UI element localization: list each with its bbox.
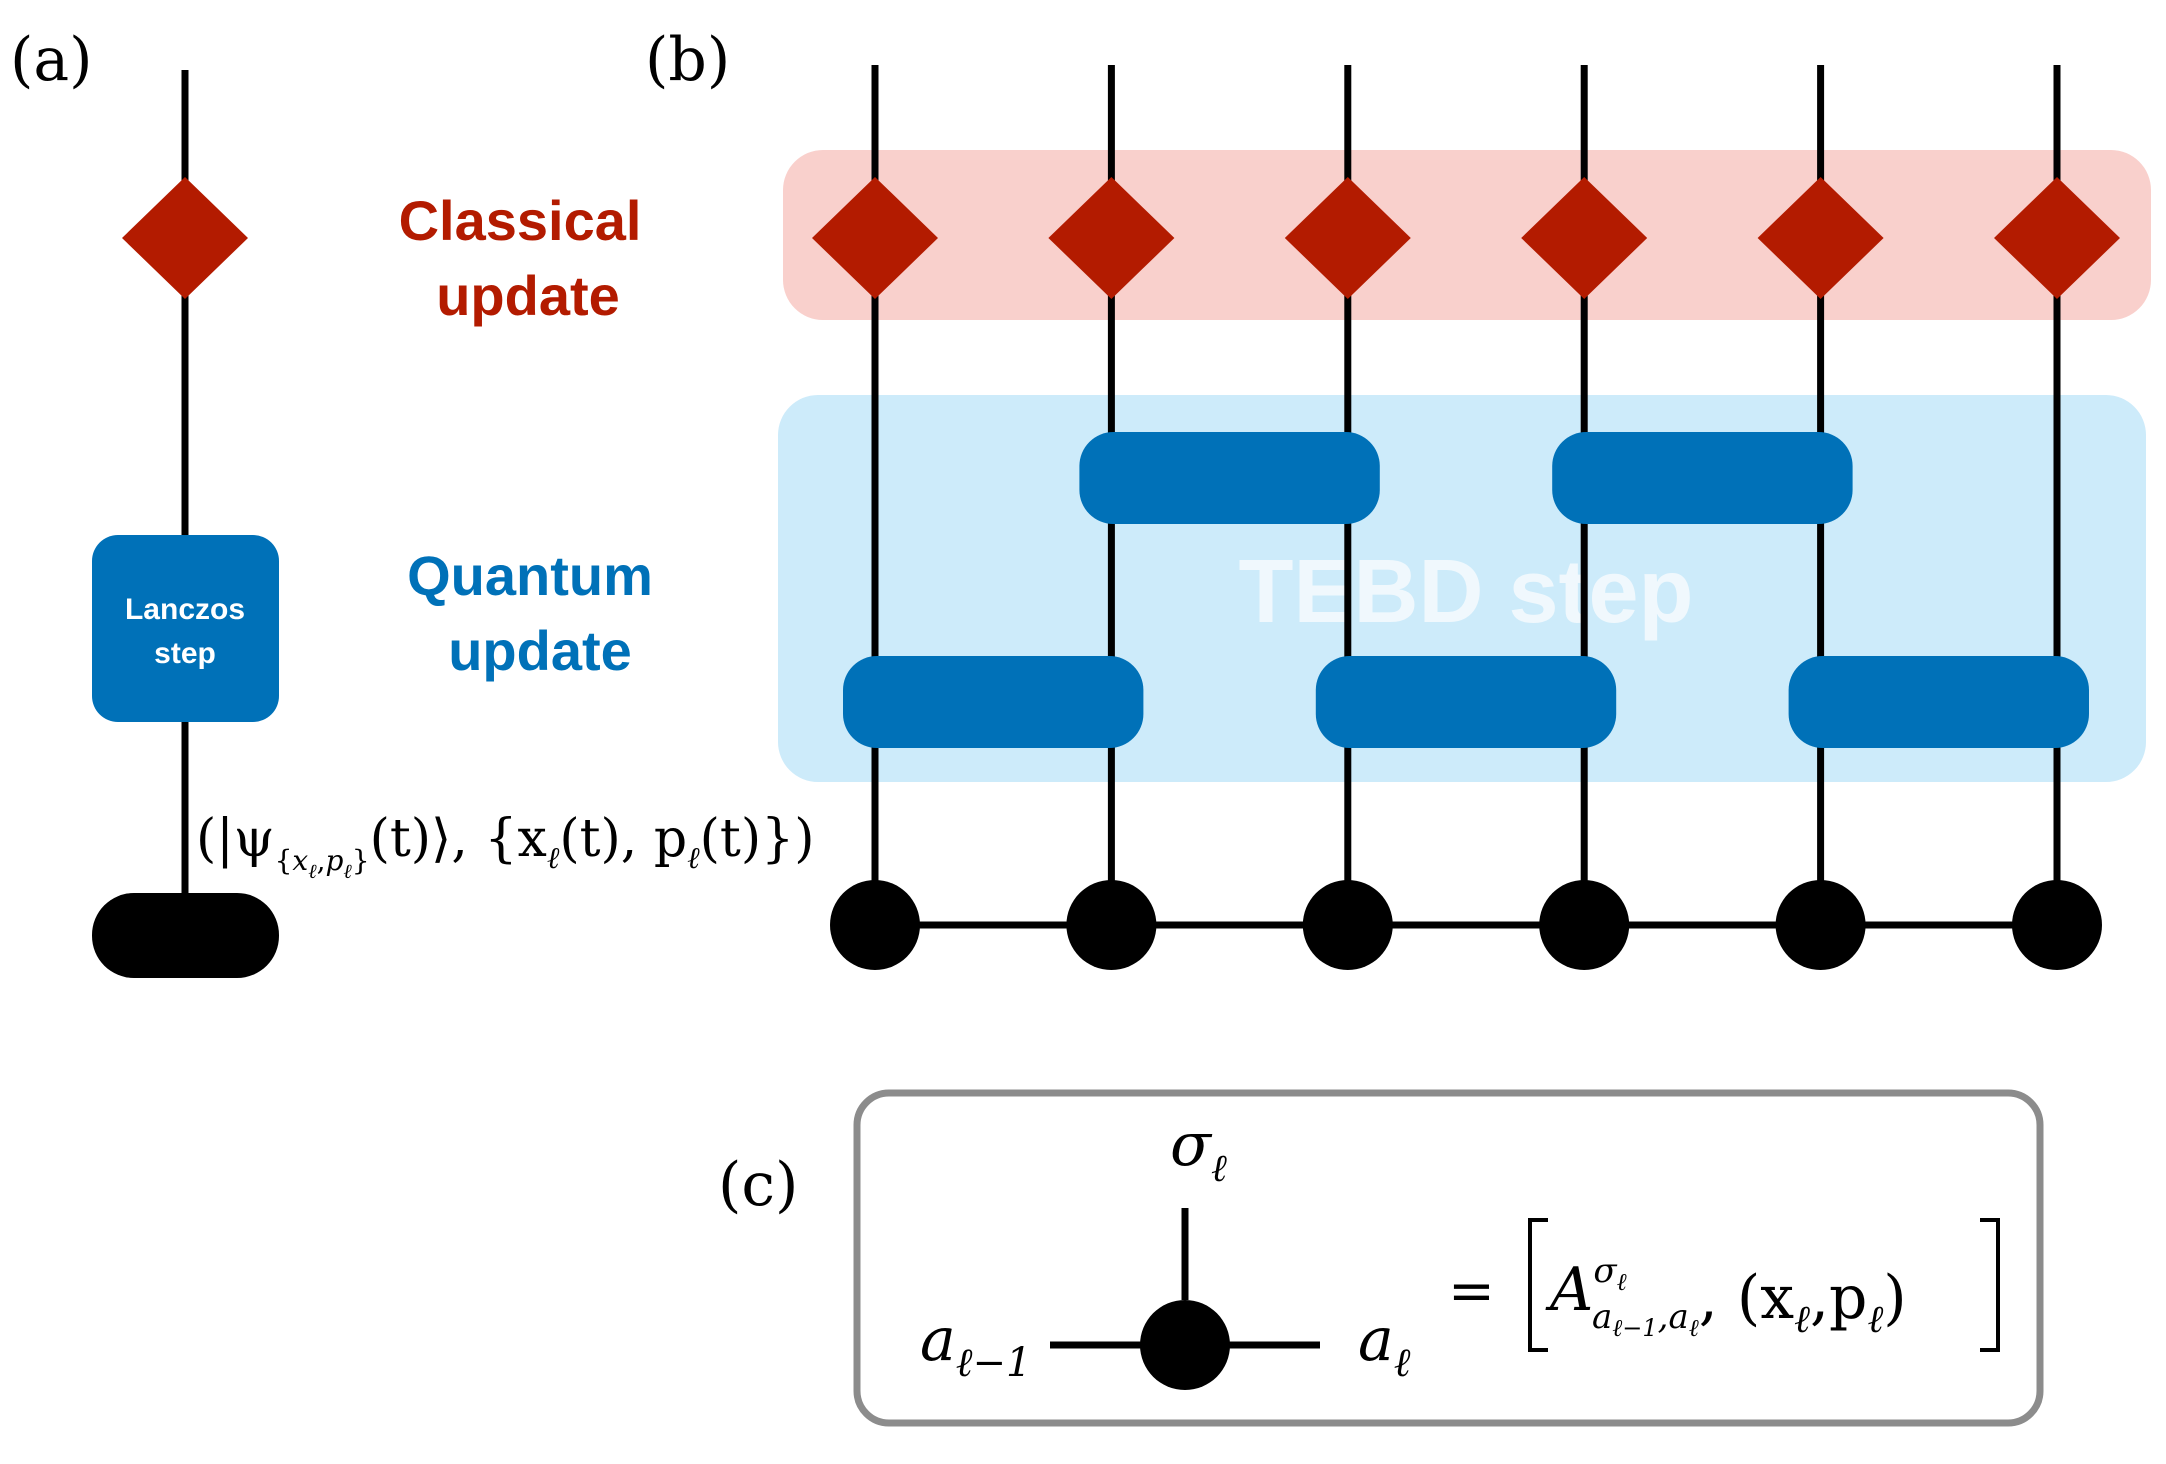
classical-update-label-line1: Classical bbox=[399, 189, 642, 252]
quantum-update-label-line1: Quantum bbox=[407, 544, 653, 607]
tebd-gates bbox=[843, 432, 2089, 748]
classical-update-band bbox=[783, 150, 2151, 320]
tebd-gate-odd-2 bbox=[1552, 432, 1853, 524]
classical-diamond-1 bbox=[812, 177, 938, 299]
panel-a-classical-diamond bbox=[122, 177, 248, 299]
tebd-gate-even-3 bbox=[1788, 656, 2089, 748]
equals-sign: = bbox=[1448, 1259, 1495, 1324]
tebd-gate-even-1 bbox=[843, 656, 1144, 748]
panel-a-label: (a) bbox=[10, 25, 93, 95]
tensor-definition-box bbox=[853, 1089, 2044, 1427]
tensor-node bbox=[1140, 1300, 1230, 1390]
mps-node-1 bbox=[830, 880, 920, 970]
sigma-label: σℓ bbox=[1170, 1110, 1227, 1190]
tebd-step-label: TEBD step bbox=[1238, 542, 1693, 642]
panel-a: (a) Lanczos step Classical update Quantu… bbox=[10, 25, 814, 978]
mps-node-6 bbox=[2012, 880, 2102, 970]
mps-node-2 bbox=[1066, 880, 1157, 970]
classical-diamond-3 bbox=[1284, 177, 1411, 299]
tebd-gate-even-2 bbox=[1315, 656, 1617, 748]
left-bond-label: aℓ−1 bbox=[920, 1305, 1031, 1386]
classical-update-label-line2: update bbox=[436, 264, 620, 327]
panel-a-state-node bbox=[92, 893, 279, 978]
classical-diamond-5 bbox=[1757, 177, 1884, 299]
panel-b-label: (b) bbox=[645, 25, 730, 95]
classical-diamonds bbox=[812, 177, 2120, 299]
classical-diamond-6 bbox=[1994, 177, 2120, 299]
mps-node-3 bbox=[1302, 880, 1393, 970]
classical-diamond-2 bbox=[1048, 177, 1175, 299]
panel-b: (b) TEBD step bbox=[645, 25, 2151, 970]
lanczos-label-line2: step bbox=[154, 637, 216, 670]
mps-node-4 bbox=[1539, 880, 1630, 970]
state-label: (|ψ{xℓ,pℓ}(t)⟩, {xℓ(t), pℓ(t)}) bbox=[196, 809, 814, 883]
left-bracket bbox=[1528, 1218, 1548, 1352]
tebd-gate-odd-1 bbox=[1079, 432, 1380, 524]
mps-nodes bbox=[830, 880, 2102, 970]
quantum-update-label-line2: update bbox=[448, 619, 632, 682]
lanczos-label-line1: Lanczos bbox=[125, 593, 245, 626]
panel-c-label: (c) bbox=[718, 1150, 798, 1220]
classical-diamond-4 bbox=[1521, 177, 1648, 299]
mps-node-5 bbox=[1775, 880, 1866, 970]
right-bond-label: aℓ bbox=[1358, 1305, 1411, 1386]
right-bracket bbox=[1980, 1218, 2000, 1352]
panel-a-lanczos-box bbox=[92, 535, 279, 722]
